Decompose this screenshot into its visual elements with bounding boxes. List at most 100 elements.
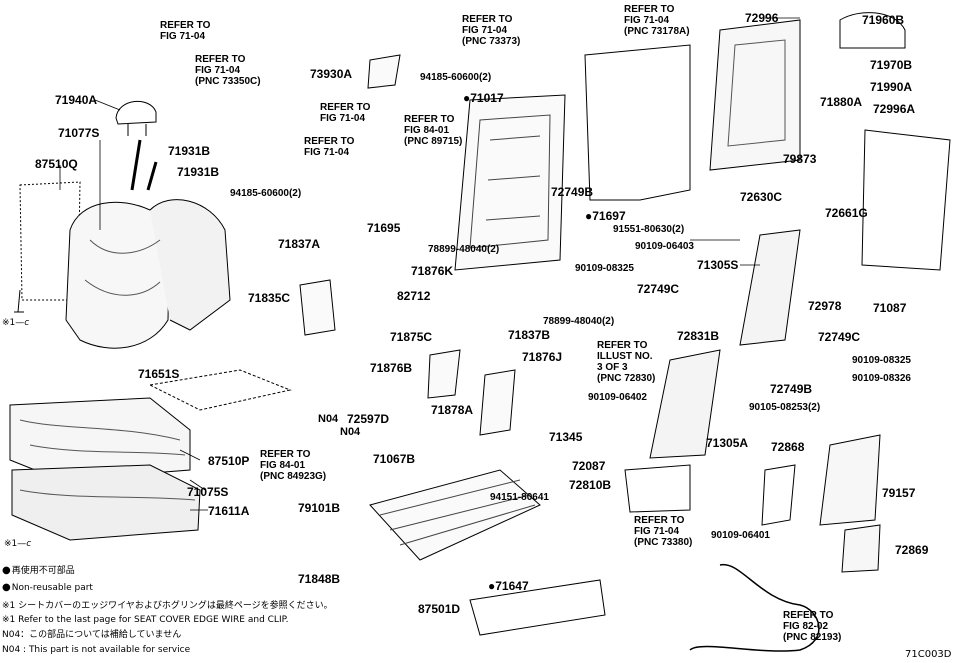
label-71067B: 71067B	[373, 452, 416, 466]
label-71876J: 71876J	[522, 350, 563, 364]
refer-fig-82-02-pnc-82193: REFER TO FIG 82-02 (PNC 82193)	[783, 610, 842, 643]
label-72749C-b: 72749C	[818, 330, 861, 344]
bracket-71835C	[299, 279, 336, 336]
refer-fig-71-04-a: REFER TO FIG 71-04	[160, 20, 211, 42]
bracket-71876B	[427, 349, 461, 399]
back-board-shape	[709, 19, 801, 171]
label-90109-06401: 90109-06401	[711, 530, 770, 541]
pin-71931B-b	[146, 161, 158, 191]
armrest-shape	[649, 349, 721, 459]
seatback-cover-shape	[65, 201, 171, 349]
label-72831B: 72831B	[677, 329, 720, 343]
label-71835C: 71835C	[248, 291, 291, 305]
label-71837A: 71837A	[278, 237, 321, 251]
seat-frame-shape	[11, 464, 201, 541]
label-87501D: 87501D	[418, 602, 461, 616]
legend-n04-jp: N04：この部品については補給していません	[2, 630, 182, 640]
label-72661G: 72661G	[825, 206, 868, 220]
refer-fig-84-01-pnc-84923g: REFER TO FIG 84-01 (PNC 84923G)	[260, 449, 327, 482]
label-78899-48040-a: 78899-48040(2)	[428, 244, 500, 255]
label-N04-b: N04	[340, 426, 361, 438]
backrest-pad-shape	[584, 44, 691, 201]
legend-n04-en: N04 : This part is not available for ser…	[2, 645, 191, 655]
label-71931B-b: 71931B	[177, 165, 220, 179]
backrest-frame-shape	[454, 94, 566, 271]
side-cover-shape	[819, 434, 881, 526]
label-91551-80630: 91551-80630(2)	[613, 224, 685, 235]
label-72869: 72869	[895, 543, 929, 557]
label-71345: 71345	[549, 430, 583, 444]
label-71075S: 71075S	[187, 485, 229, 499]
leader-lines	[59, 17, 800, 511]
refer-fig-71-04-pnc-73373: REFER TO FIG 71-04 (PNC 73373)	[462, 14, 521, 47]
label-71077S: 71077S	[58, 126, 100, 140]
label-71647: ●71647	[488, 579, 529, 593]
edge-wire-marker-a: ※1—c	[2, 318, 30, 328]
label-90109-08325-a: 90109-08325	[575, 263, 634, 274]
legend-note1-jp: ※1 シートカバーのエッジワイヤおよびホグリングは最終ページを参照ください。	[2, 601, 333, 611]
label-87510Q: 87510Q	[35, 157, 78, 171]
label-71848B: 71848B	[298, 572, 341, 586]
pin-71931B-a	[130, 139, 142, 191]
label-72996A: 72996A	[873, 102, 916, 116]
refer-fig-71-04-pnc-73178a: REFER TO FIG 71-04 (PNC 73178A)	[624, 4, 690, 37]
armrest-frame-shape	[739, 229, 801, 346]
label-90109-08325-b: 90109-08325	[852, 355, 911, 366]
legend-note1-en: ※1 Refer to the last page for SEAT COVER…	[2, 615, 289, 625]
label-72597D: 72597D	[347, 412, 390, 426]
label-90109-08326: 90109-08326	[852, 373, 911, 384]
label-72749B-a: 72749B	[551, 185, 594, 199]
label-90109-06402: 90109-06402	[588, 392, 647, 403]
label-71305S: 71305S	[697, 258, 739, 272]
refer-fig-71-04-b: REFER TO FIG 71-04	[320, 102, 371, 124]
label-72810B: 72810B	[569, 478, 612, 492]
seat-cushion-shape	[9, 397, 191, 481]
label-78899-48040-b: 78899-48040(2)	[543, 316, 615, 327]
label-71017: ●71017	[463, 91, 504, 105]
label-71931B-a: 71931B	[168, 144, 211, 158]
bracket-71878A	[479, 369, 516, 436]
refer-fig-84-01-pnc-89715: REFER TO FIG 84-01 (PNC 89715)	[404, 114, 463, 147]
headrest-right-shape	[839, 12, 906, 49]
label-72087: 72087	[572, 459, 606, 473]
label-72749B-b: 72749B	[770, 382, 813, 396]
seat-mat-shape	[148, 369, 292, 411]
label-90105-08253: 90105-08253(2)	[749, 402, 821, 413]
label-71880A: 71880A	[820, 95, 863, 109]
label-71611A: 71611A	[208, 504, 250, 518]
refer-illust-3-of-3: REFER TO ILLUST NO. 3 OF 3 (PNC 72830)	[597, 340, 656, 384]
label-71697: ●71697	[585, 209, 626, 223]
label-72630C: 72630C	[740, 190, 783, 204]
label-71960B: 71960B	[862, 13, 905, 27]
label-72749C-a: 72749C	[637, 282, 680, 296]
refer-fig-71-04-c: REFER TO FIG 71-04	[304, 136, 355, 158]
refer-fig-71-04-pnc-73350c: REFER TO FIG 71-04 (PNC 73350C)	[195, 54, 261, 87]
edge-wire-marker-b: ※1—c	[4, 539, 32, 549]
seat-track-shape	[369, 469, 541, 561]
cover-72868-shape	[761, 464, 796, 526]
label-72868: 72868	[771, 440, 805, 454]
label-71876K: 71876K	[411, 264, 454, 278]
refer-fig-71-04-pnc-73380: REFER TO FIG 71-04 (PNC 73380)	[634, 515, 693, 548]
label-79873: 79873	[783, 152, 817, 166]
label-71876B: 71876B	[370, 361, 413, 375]
label-71940A: 71940A	[55, 93, 98, 107]
cover-72810B-shape	[624, 464, 691, 513]
label-82712: 82712	[397, 289, 431, 303]
label-71087: 71087	[873, 301, 907, 315]
wire-harness-shape	[689, 563, 820, 652]
label-71695: 71695	[367, 221, 401, 235]
label-87510P: 87510P	[208, 454, 250, 468]
legend-non-reusable-en: Non-reusable part	[2, 583, 93, 593]
label-90109-06403: 90109-06403	[635, 241, 694, 252]
label-71875C: 71875C	[390, 330, 433, 344]
legend-non-reusable-jp: 再使用不可部品	[2, 566, 75, 576]
label-94151-80641: 94151-80641	[490, 492, 549, 503]
label-N04-a: N04	[318, 413, 339, 425]
label-73930A: 73930A	[310, 67, 353, 81]
label-79157: 79157	[882, 486, 916, 500]
label-71837B: 71837B	[508, 328, 551, 342]
label-71651S: 71651S	[138, 367, 180, 381]
